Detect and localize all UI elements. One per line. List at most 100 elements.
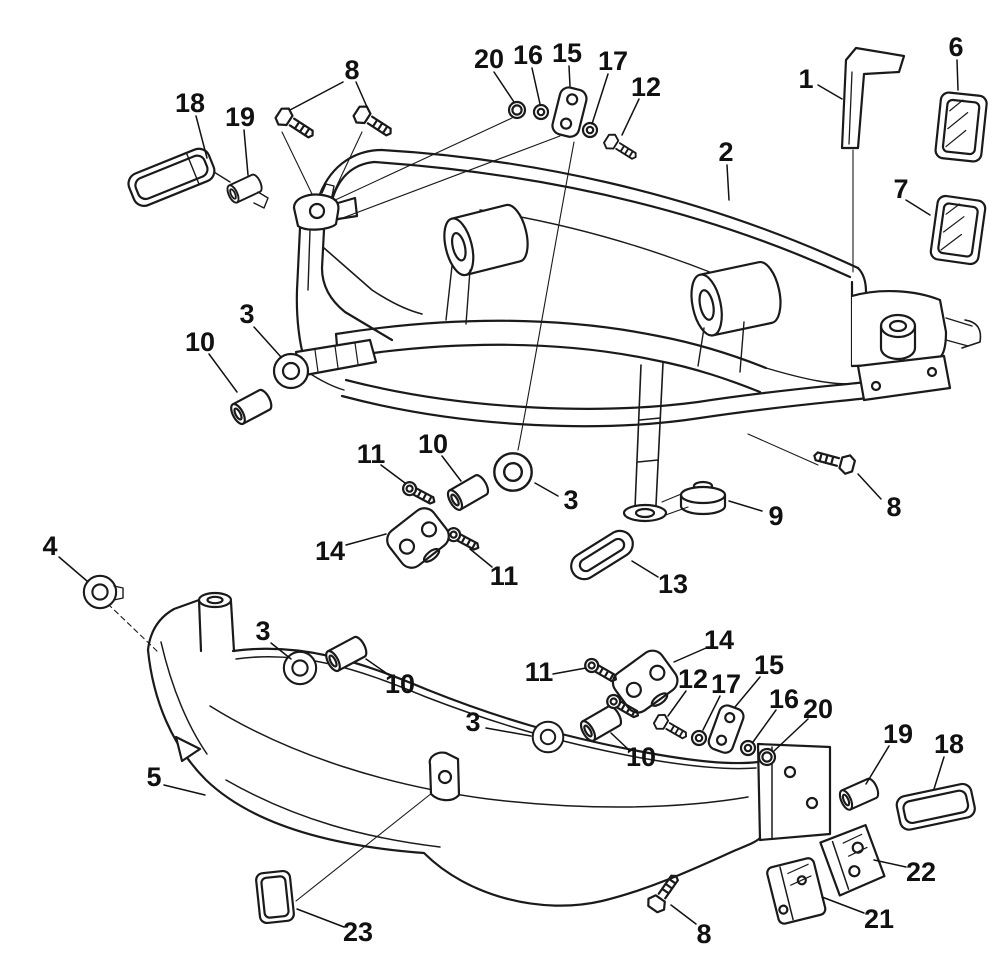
part-21-bracket bbox=[766, 857, 827, 925]
part-5-lower-cover bbox=[146, 591, 832, 907]
tube-rear-supports bbox=[697, 321, 745, 373]
callout-leader-8 bbox=[857, 473, 882, 500]
callout-leader-2 bbox=[726, 164, 730, 201]
part-7-pad bbox=[929, 194, 987, 266]
callout-20: 20 bbox=[803, 694, 833, 724]
part-tube-rear bbox=[690, 261, 782, 337]
part-19-bushing-upper bbox=[224, 172, 265, 206]
part-20-ring-upper bbox=[507, 100, 527, 120]
callout-12: 12 bbox=[678, 664, 708, 694]
callout-17: 17 bbox=[598, 46, 628, 76]
callout-20: 20 bbox=[474, 44, 504, 74]
callout-leader-3 bbox=[485, 727, 532, 737]
callout-3: 3 bbox=[465, 707, 480, 737]
callout-1: 1 bbox=[798, 64, 813, 94]
callout-12: 12 bbox=[631, 72, 661, 102]
part-15-clamp-upper bbox=[551, 86, 588, 138]
alignment-lines bbox=[107, 117, 854, 902]
callout-leader-16 bbox=[752, 709, 777, 743]
callout-22: 22 bbox=[906, 857, 936, 887]
callout-2: 2 bbox=[718, 137, 733, 167]
callout-15: 15 bbox=[552, 38, 582, 68]
callout-leader-4 bbox=[58, 556, 88, 582]
part-3-grommet-d bbox=[531, 720, 565, 754]
callout-leader-23 bbox=[296, 908, 345, 928]
callout-4: 4 bbox=[42, 531, 57, 561]
part-11-screw-b bbox=[443, 524, 483, 555]
callout-leader-18 bbox=[195, 115, 208, 159]
callout-15: 15 bbox=[754, 650, 784, 680]
callout-19: 19 bbox=[225, 102, 255, 132]
callout-leader-19 bbox=[865, 745, 890, 785]
part-8-bolt-right bbox=[810, 445, 858, 477]
part-10-pin-d bbox=[577, 702, 625, 745]
callout-leader-9 bbox=[728, 500, 763, 512]
callout-leader-11 bbox=[469, 548, 493, 568]
callout-leader-14 bbox=[673, 647, 707, 663]
callout-leader-3 bbox=[253, 326, 282, 358]
tube-front-supports bbox=[445, 265, 471, 325]
callout-leader-11 bbox=[552, 667, 587, 675]
part-16-washer-lower bbox=[739, 739, 757, 757]
callout-leader-3 bbox=[534, 482, 559, 497]
callout-18: 18 bbox=[934, 729, 964, 759]
callout-7: 7 bbox=[893, 174, 908, 204]
callout-14: 14 bbox=[315, 536, 345, 566]
callout-leader-12 bbox=[667, 690, 687, 717]
callout-19: 19 bbox=[883, 719, 913, 749]
callout-leader-8 bbox=[355, 81, 368, 108]
callout-11: 11 bbox=[357, 439, 386, 469]
callout-11: 11 bbox=[525, 657, 554, 687]
callout-10: 10 bbox=[185, 327, 215, 357]
part-17-washer-lower bbox=[690, 729, 708, 747]
callout-10: 10 bbox=[385, 669, 415, 699]
callout-10: 10 bbox=[626, 742, 656, 772]
callout-leader-7 bbox=[905, 199, 931, 216]
part-10-pin-c bbox=[322, 633, 371, 675]
callout-leader-8 bbox=[289, 81, 344, 111]
part-19-bushing-lower bbox=[836, 775, 882, 813]
callout-3: 3 bbox=[255, 616, 270, 646]
callout-leader-10 bbox=[441, 455, 462, 482]
part-left-bracket bbox=[292, 183, 423, 378]
part-8-bolt-bottom bbox=[643, 869, 685, 916]
part-upper-housing bbox=[305, 148, 870, 523]
callout-leader-8 bbox=[670, 904, 697, 925]
part-8-bolt-a bbox=[272, 104, 319, 145]
callout-18: 18 bbox=[175, 88, 205, 118]
callout-23: 23 bbox=[343, 917, 373, 947]
callout-leader-11 bbox=[380, 464, 406, 484]
callout-leader-10 bbox=[610, 732, 630, 751]
part-18-mount-lower bbox=[895, 782, 976, 831]
part-3-grommet-b bbox=[493, 452, 533, 492]
callout-leader-20 bbox=[493, 71, 515, 103]
part-18-mount-upper bbox=[127, 147, 216, 207]
callout-16: 16 bbox=[769, 684, 799, 714]
callout-leader-22 bbox=[873, 859, 907, 868]
callout-21: 21 bbox=[864, 904, 894, 934]
callout-leader-10 bbox=[208, 353, 238, 393]
callout-leader-5 bbox=[163, 784, 206, 796]
callout-8: 8 bbox=[696, 919, 711, 949]
callout-8: 8 bbox=[344, 55, 359, 85]
callout-14: 14 bbox=[704, 625, 734, 655]
part-14-plate-lower bbox=[611, 649, 679, 714]
part-11-screw-c bbox=[581, 655, 621, 687]
callout-leader-18 bbox=[933, 756, 945, 790]
callout-3: 3 bbox=[239, 299, 254, 329]
part-18-stud bbox=[213, 171, 231, 183]
callout-leader-14 bbox=[345, 533, 387, 546]
callout-9: 9 bbox=[768, 501, 783, 531]
part-10-pin-a bbox=[227, 386, 276, 428]
callout-leader-16 bbox=[531, 67, 541, 105]
part-15-clamp-lower bbox=[707, 704, 745, 754]
part-4-grommet bbox=[82, 574, 124, 610]
callout-leader-13 bbox=[631, 560, 659, 578]
part-6-pad bbox=[934, 91, 988, 163]
callout-leader-1 bbox=[817, 84, 843, 100]
callout-leader-20 bbox=[773, 718, 809, 752]
callout-3: 3 bbox=[563, 485, 578, 515]
part-12-screw-lower bbox=[651, 711, 692, 745]
part-8-bolt-b bbox=[350, 102, 397, 143]
